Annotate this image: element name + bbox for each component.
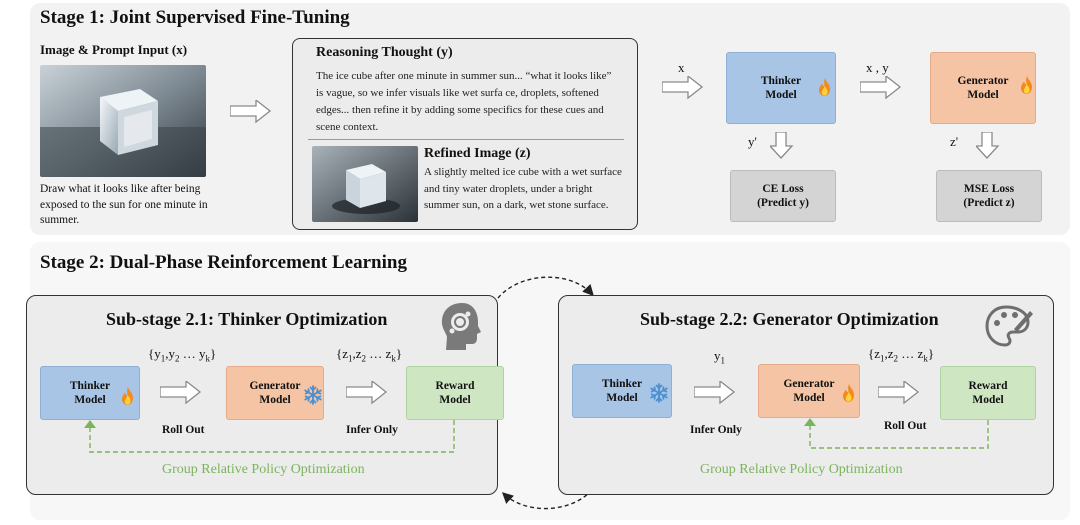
mse-loss-label: MSE Loss xyxy=(963,182,1015,195)
refined-ice-image xyxy=(312,146,418,222)
x-label: x xyxy=(678,60,685,75)
y-prime-label: y' xyxy=(748,134,757,149)
zs-label-2-2: {z1,z2 … zk} xyxy=(868,346,935,364)
arrow-to-ce-loss xyxy=(770,132,793,159)
arrow-to-generator xyxy=(860,76,901,99)
ice-cube-image xyxy=(40,65,206,177)
fire-icon xyxy=(843,384,854,402)
generator-model-2-2: Generator Model xyxy=(758,364,860,418)
reasoning-text: The ice cube after one minute in summer … xyxy=(316,70,612,134)
fire-icon xyxy=(819,78,830,96)
thinker-model-stage1: Thinker Model xyxy=(726,52,836,124)
grpo-feedback-2-1 xyxy=(84,420,455,453)
snowflake-icon xyxy=(650,383,668,403)
arrow-generator-to-reward-2-2 xyxy=(878,381,919,404)
mse-loss-sub: (Predict z) xyxy=(963,197,1015,209)
reward-label: Reward Model xyxy=(435,379,475,406)
grpo-label-2-2: Group Relative Policy Optimization xyxy=(700,462,903,477)
ce-loss-sub: (Predict y) xyxy=(757,197,809,209)
stage1-title: Stage 1: Joint Supervised Fine-Tuning xyxy=(40,7,350,28)
thinker-label: Thinker Model xyxy=(760,74,802,101)
reward-label: Reward Model xyxy=(968,379,1008,406)
fire-icon xyxy=(1021,76,1032,94)
arrow-thinker-to-generator-2-1 xyxy=(160,381,201,404)
refined-title: Refined Image (z) xyxy=(424,146,531,161)
reward-model-2-2: Reward Model xyxy=(940,366,1036,420)
ce-loss-label: CE Loss xyxy=(762,182,804,195)
arrow-generator-to-reward-2-1 xyxy=(346,381,387,404)
generator-label: Generator Model xyxy=(957,74,1009,101)
grpo-label-2-1: Group Relative Policy Optimization xyxy=(162,462,365,477)
ce-loss-box: CE Loss (Predict y) xyxy=(730,170,836,222)
ys-label: {y1,y2 … yk} xyxy=(148,346,217,364)
stage2-title: Stage 2: Dual-Phase Reinforcement Learni… xyxy=(40,252,407,273)
thinker-label: Thinker Model xyxy=(601,377,643,404)
xy-label: x , y xyxy=(866,60,889,75)
rollout-label-2-1: Roll Out xyxy=(162,424,205,436)
substage-2-1-title: Sub-stage 2.1: Thinker Optimization xyxy=(106,309,388,329)
rollout-label-2-2: Roll Out xyxy=(884,420,927,432)
fire-icon xyxy=(122,387,133,405)
reward-model-2-1: Reward Model xyxy=(406,366,504,420)
generator-label: Generator Model xyxy=(783,377,835,404)
infer-label-2-2: Infer Only xyxy=(690,424,742,436)
generator-model-2-1: Generator Model xyxy=(226,366,324,420)
snowflake-icon xyxy=(304,385,322,405)
prompt-text: Draw what it looks like after being expo… xyxy=(40,183,208,227)
generator-model-stage1: Generator Model xyxy=(930,52,1036,124)
thinker-model-2-1: Thinker Model xyxy=(40,366,140,420)
arrow-thinker-to-generator-2-2 xyxy=(694,381,735,404)
arrow-input-to-reasoning xyxy=(230,100,271,123)
generator-label: Generator Model xyxy=(249,379,301,406)
z-prime-label: z' xyxy=(950,134,959,149)
arrow-to-thinker xyxy=(662,76,703,99)
arrow-to-mse-loss xyxy=(976,132,999,159)
reasoning-divider xyxy=(308,139,624,140)
zs-label: {z1,z2 … zk} xyxy=(336,346,403,364)
reasoning-title: Reasoning Thought (y) xyxy=(316,45,453,60)
thinker-label: Thinker Model xyxy=(69,379,111,406)
head-brain-icon xyxy=(441,303,481,350)
y1-label: y1 xyxy=(714,348,725,366)
grpo-feedback-2-2 xyxy=(804,418,989,449)
thinker-model-2-2: Thinker Model xyxy=(572,364,672,418)
substage-2-2-title: Sub-stage 2.2: Generator Optimization xyxy=(640,309,939,329)
mse-loss-box: MSE Loss (Predict z) xyxy=(936,170,1042,222)
infer-label-2-1: Infer Only xyxy=(346,424,398,436)
palette-icon xyxy=(985,305,1033,347)
cycle-arrows xyxy=(497,276,594,510)
refined-text: A slightly melted ice cube with a wet su… xyxy=(424,166,622,211)
input-label: Image & Prompt Input (x) xyxy=(40,42,188,57)
